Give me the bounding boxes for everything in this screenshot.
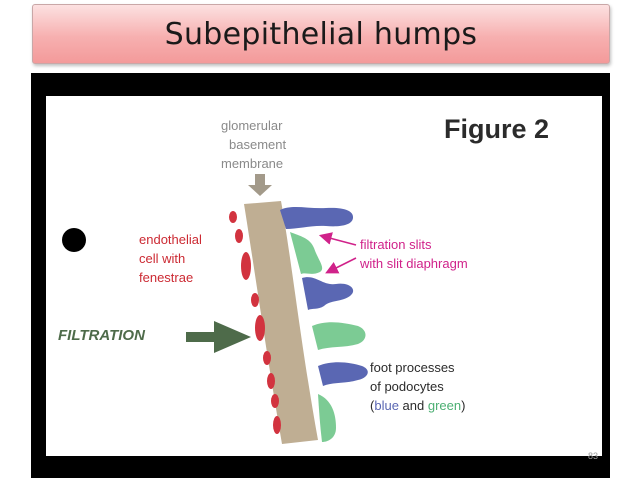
foot-label-line3: (blue and green) <box>370 398 465 413</box>
podocyte-blue-foot <box>318 362 368 386</box>
podocyte-green-foot <box>312 322 366 350</box>
figure-heading: Figure 2 <box>444 114 549 144</box>
foot-label-green: green <box>428 398 461 413</box>
endothelial-fragment <box>229 211 237 223</box>
endothelial-fragment <box>235 229 243 243</box>
title-bar: Subepithelial humps <box>32 4 610 64</box>
endothelial-label-line2: cell with <box>139 251 185 266</box>
endothelial-fragment <box>263 351 271 365</box>
filtration-arrow-icon <box>186 321 251 353</box>
gbm-arrow-icon <box>248 174 272 196</box>
gbm-label-line1: glomerular <box>221 118 283 133</box>
podocyte-green-foot <box>290 232 323 274</box>
endothelial-cell-fragments <box>229 211 281 434</box>
slit-arrow-upper <box>318 232 357 246</box>
endothelial-fragment <box>271 394 279 408</box>
foot-label-line1: foot processes <box>370 360 455 375</box>
podocyte-blue-foot <box>302 277 354 310</box>
slits-label-line2: with slit diaphragm <box>359 256 468 271</box>
figure-panel: Figure 2 glomerular basement membrane <box>46 96 602 456</box>
kidney-filtration-diagram: Figure 2 glomerular basement membrane <box>58 114 549 444</box>
bullet-dot <box>62 228 86 252</box>
podocyte-green-foot <box>318 394 336 442</box>
slit-arrow-lower <box>325 257 357 274</box>
foot-label-line2: of podocytes <box>370 379 444 394</box>
endothelial-label-line3: fenestrae <box>139 270 193 285</box>
endothelial-fragment <box>267 373 275 389</box>
endothelial-fragment <box>251 293 259 307</box>
slide-title: Subepithelial humps <box>164 16 478 52</box>
endothelial-fragment <box>273 416 281 434</box>
filtration-label: FILTRATION <box>58 327 146 344</box>
endothelial-fragment <box>241 252 251 280</box>
page-number: 83 <box>588 451 599 461</box>
gbm-label-line3: membrane <box>221 156 283 171</box>
gbm-label-line2: basement <box>229 137 286 152</box>
endothelial-fragment <box>255 315 265 341</box>
podocyte-blue-foot <box>280 206 354 229</box>
slits-label-line1: filtration slits <box>360 237 432 252</box>
foot-label-blue: blue <box>374 398 399 413</box>
basement-membrane <box>244 201 318 444</box>
endothelial-label-line1: endothelial <box>139 232 202 247</box>
